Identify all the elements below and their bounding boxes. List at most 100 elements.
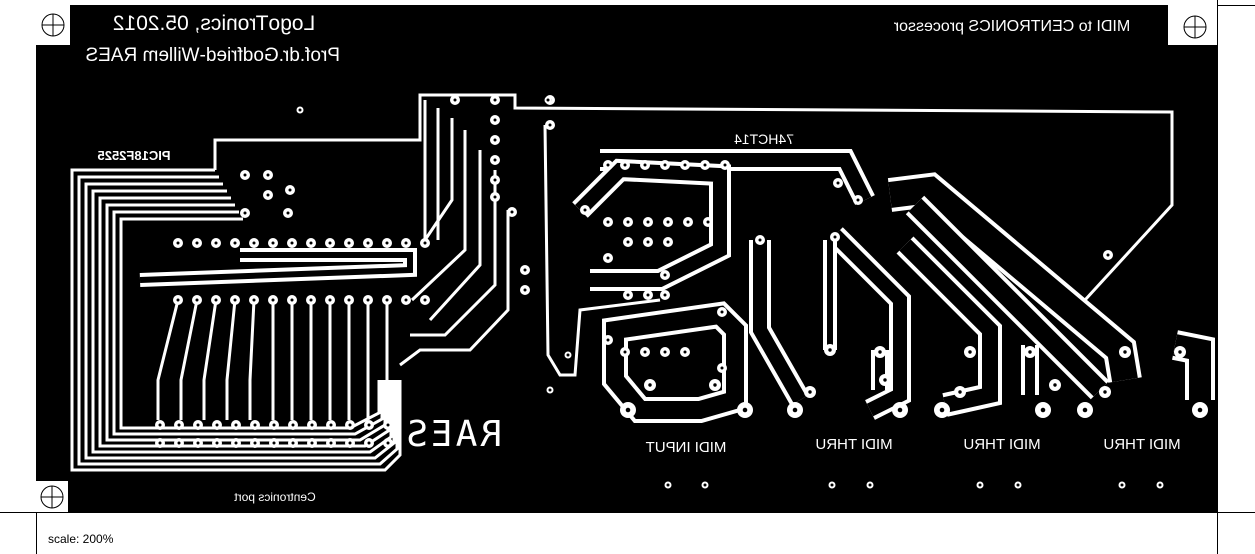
ic-area-trace-inner: [575, 162, 727, 287]
pad-hole: [1123, 350, 1127, 354]
bus-trace: [70, 168, 402, 472]
pad-hole: [566, 353, 570, 357]
pad-hole: [347, 298, 351, 302]
pad-hole: [493, 178, 497, 182]
connector-label: Centronics port: [234, 490, 316, 504]
top-bus-trace: [213, 93, 1174, 302]
pad-hole: [348, 423, 352, 427]
pad-hole: [493, 118, 497, 122]
pad-hole: [878, 350, 882, 354]
pad-hole: [298, 108, 302, 112]
pad-hole: [329, 441, 333, 445]
pad-hole: [386, 441, 390, 445]
connector-trace: [225, 299, 237, 420]
pad-hole: [1016, 483, 1020, 487]
pad-hole: [271, 298, 275, 302]
pad-hole: [720, 310, 724, 314]
pad-hole: [883, 378, 887, 382]
connector-trace: [156, 299, 180, 420]
connector-trace: [202, 299, 218, 420]
pad-hole: [309, 298, 313, 302]
pad-hole: [713, 383, 717, 387]
pad-hole: [423, 298, 427, 302]
pad-hole: [234, 441, 238, 445]
pad-hole: [623, 163, 627, 167]
signature-label: RAES: [403, 414, 502, 455]
pad-hole: [663, 350, 667, 354]
pad-hole: [1120, 483, 1124, 487]
trace: [410, 170, 497, 337]
pad-hole: [606, 256, 610, 260]
pad-hole: [493, 138, 497, 142]
pad-hole: [606, 220, 610, 224]
pad-hole: [546, 98, 550, 102]
pad-hole: [833, 235, 837, 239]
midi-thru-trace-inner: [899, 239, 998, 413]
pad-hole: [310, 423, 314, 427]
pad-hole: [266, 173, 270, 177]
pad-hole: [1106, 253, 1110, 257]
pad-hole: [176, 241, 180, 245]
pad-hole: [758, 238, 762, 242]
registration-mark-tl: [36, 5, 70, 45]
pad-hole: [272, 441, 276, 445]
pad-hole: [666, 240, 670, 244]
connector-trace: [248, 299, 256, 420]
pad-hole: [583, 208, 587, 212]
pad-hole: [195, 298, 199, 302]
pad-hole: [939, 407, 945, 413]
pad-hole: [196, 441, 200, 445]
pad-hole: [290, 241, 294, 245]
pad-hole: [1178, 350, 1182, 354]
pad-hole: [646, 240, 650, 244]
pad-hole: [328, 298, 332, 302]
pad-hole: [234, 423, 238, 427]
registration-mark-tr: [1168, 5, 1217, 45]
jack-label-midi-thru-3: MIDI THRU: [1103, 436, 1181, 453]
pad-hole: [328, 241, 332, 245]
pad-hole: [252, 241, 256, 245]
pad-hole: [286, 211, 290, 215]
pad-hole: [706, 220, 710, 224]
pad-hole: [453, 98, 457, 102]
pad-hole: [723, 163, 727, 167]
pad-hole: [643, 350, 647, 354]
pad-hole: [158, 441, 162, 445]
pad-hole: [808, 390, 812, 394]
midi-thru-trace-inner: [908, 198, 1107, 397]
pad-hole: [1158, 483, 1162, 487]
pad-hole: [290, 298, 294, 302]
trace: [543, 124, 661, 377]
pad-hole: [215, 423, 219, 427]
pad-hole: [836, 181, 840, 185]
pad-hole: [606, 163, 610, 167]
pad-hole: [243, 211, 247, 215]
pad-hole: [626, 240, 630, 244]
trace: [428, 150, 482, 322]
pad-hole: [666, 483, 670, 487]
pad-hole: [195, 241, 199, 245]
pad-hole: [626, 220, 630, 224]
midi-input-area-inner: [606, 305, 744, 419]
pad-hole: [367, 423, 371, 427]
pad-hole: [423, 241, 427, 245]
scale-readout: scale: 200%: [48, 532, 114, 546]
board-author: Prof.dr.Godfried-Willem RAES: [85, 45, 340, 66]
pad-hole: [663, 293, 667, 297]
midi-thru-trace-inner: [830, 230, 907, 417]
pad-hole: [548, 388, 552, 392]
pad-hole: [646, 293, 650, 297]
jack-label-midi-thru-2: MIDI THRU: [963, 436, 1041, 453]
pad-hole: [367, 441, 371, 445]
pad-hole: [158, 423, 162, 427]
ic-area-trace-inner: [600, 153, 872, 204]
pad-hole: [233, 298, 237, 302]
pad-hole: [548, 123, 552, 127]
pad-hole: [856, 198, 860, 202]
midi-thru-trace-inner: [888, 176, 1138, 383]
pad-hole: [663, 163, 667, 167]
ground-fill-trace-inner: [139, 252, 413, 283]
bus-trace: [77, 175, 399, 466]
pad-hole: [386, 423, 390, 427]
trace: [399, 210, 510, 367]
